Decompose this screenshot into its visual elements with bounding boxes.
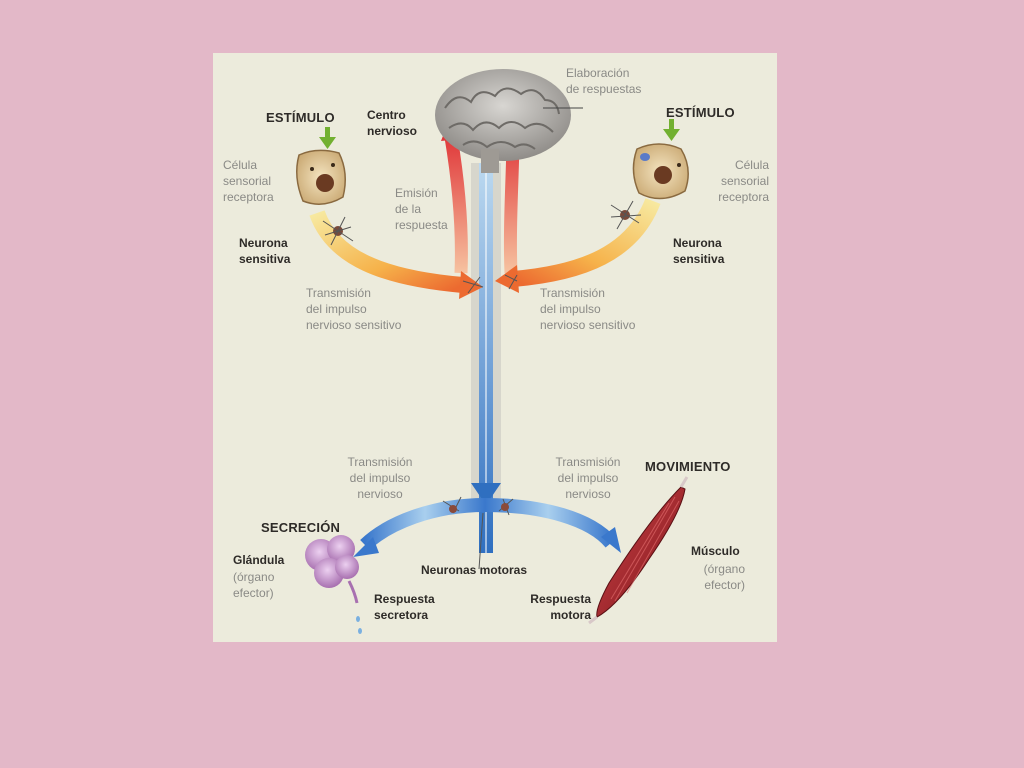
brain-icon bbox=[435, 69, 571, 173]
label-transmision-left: Transmisión del impulso nervioso bbox=[347, 455, 413, 501]
label-celula-left: Célula sensorial receptora bbox=[223, 158, 274, 204]
label-emision: Emisión de la respuesta bbox=[395, 186, 448, 232]
label-elaboracion: Elaboración de respuestas bbox=[566, 66, 642, 96]
label-organo-efector-right: (órgano efector) bbox=[703, 562, 745, 592]
label-secrecion: SECRECIÓN bbox=[261, 520, 341, 535]
receptor-cell-icon bbox=[296, 143, 689, 205]
label-glandula: Glándula bbox=[233, 553, 285, 567]
label-transmision-right: Transmisión del impulso nervioso bbox=[555, 455, 621, 501]
label-estimulo-left: ESTÍMULO bbox=[266, 110, 335, 125]
motor-arrows bbox=[353, 496, 621, 570]
central-column bbox=[471, 163, 501, 553]
label-celula-right: Célula sensorial receptora bbox=[718, 158, 769, 204]
neuron-icon bbox=[322, 200, 642, 294]
reflex-arc-diagram: Elaboración de respuestas Centro nervios… bbox=[213, 53, 777, 642]
sensory-arrows bbox=[309, 197, 661, 299]
label-respuesta-motora: Respuesta motora bbox=[530, 592, 591, 622]
stimulus-arrow-icon bbox=[319, 119, 680, 149]
gland-icon bbox=[305, 535, 362, 634]
label-centro-nervioso: Centro nervioso bbox=[367, 108, 418, 138]
label-musculo: Músculo bbox=[691, 544, 740, 558]
label-respuesta-secretora: Respuesta secretora bbox=[374, 592, 435, 622]
label-neurona-sensitiva-left: Neurona sensitiva bbox=[239, 236, 291, 266]
label-organo-efector-left: (órgano efector) bbox=[233, 570, 275, 600]
label-transmision-sensitivo-left: Transmisión del impulso nervioso sensiti… bbox=[306, 286, 402, 332]
label-estimulo-right: ESTÍMULO bbox=[666, 105, 735, 120]
muscle-icon bbox=[588, 476, 689, 625]
label-movimiento: MOVIMIENTO bbox=[645, 459, 731, 474]
label-transmision-sensitivo-right: Transmisión del impulso nervioso sensiti… bbox=[540, 286, 636, 332]
label-neurona-sensitiva-right: Neurona sensitiva bbox=[673, 236, 725, 266]
label-neuronas-motoras: Neuronas motoras bbox=[421, 563, 528, 577]
diagram-graphics bbox=[296, 69, 689, 634]
